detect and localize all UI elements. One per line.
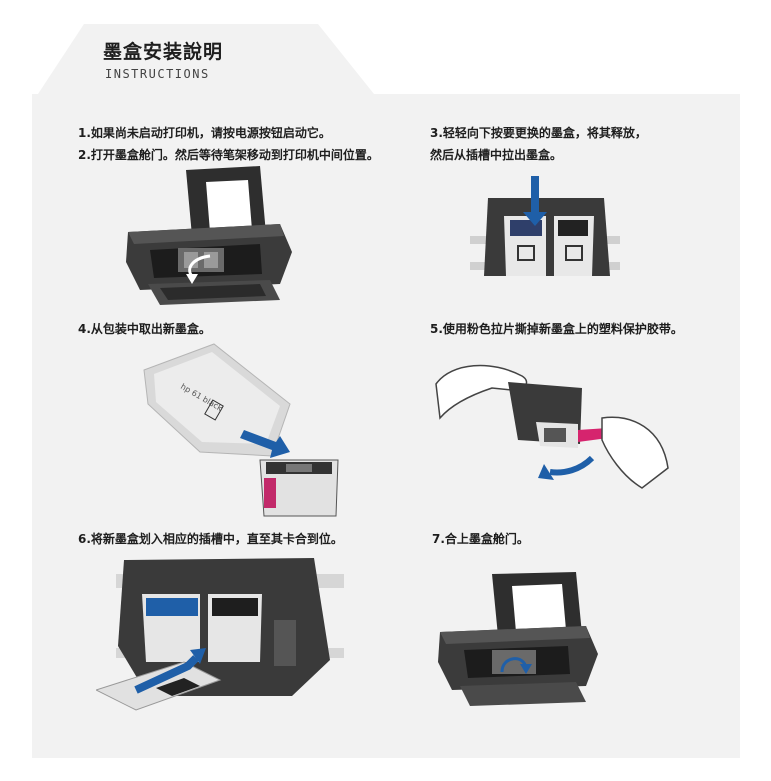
step-4-line: 4.从包装中取出新墨盒。 [78,322,211,336]
step-1-2-text: 1.如果尚未启动打印机，请按电源按钮启动它。 2.打开墨盒舱门。然后等待笔架移动… [78,122,379,166]
unpack-cartridge-illustration: hp 61 black [140,340,350,518]
step-7-line: 7.合上墨盒舱门。 [432,532,529,546]
printer-open-illustration [120,162,300,307]
printer-close-illustration [436,570,602,708]
step-7-text: 7.合上墨盒舱门。 [432,528,529,550]
step-3-text: 3.轻轻向下按要更换的墨盒，将其释放， 然后从插槽中拉出墨盒。 [430,122,647,166]
page-title: 墨盒安装說明 [103,41,224,63]
page-subtitle: INSTRUCTIONS [105,67,210,81]
remove-tape-illustration [432,358,672,498]
step-3-line-1: 3.轻轻向下按要更换的墨盒，将其释放， [430,126,647,140]
step-2-line: 2.打开墨盒舱门。然后等待笔架移动到打印机中间位置。 [78,148,379,162]
step-4-text: 4.从包装中取出新墨盒。 [78,318,211,340]
step-6-line: 6.将新墨盒划入相应的插槽中，直至其卡合到位。 [78,532,343,546]
step-5-text: 5.使用粉色拉片撕掉新墨盒上的塑料保护胶带。 [430,318,683,340]
insert-cartridge-illustration [96,550,344,712]
step-6-text: 6.将新墨盒划入相应的插槽中，直至其卡合到位。 [78,528,343,550]
header-tab [38,24,374,94]
step-3-line-2: 然后从插槽中拉出墨盒。 [430,148,563,162]
step-5-line: 5.使用粉色拉片撕掉新墨盒上的塑料保护胶带。 [430,322,683,336]
press-cartridge-illustration [470,176,620,288]
step-1-line: 1.如果尚未启动打印机，请按电源按钮启动它。 [78,126,331,140]
